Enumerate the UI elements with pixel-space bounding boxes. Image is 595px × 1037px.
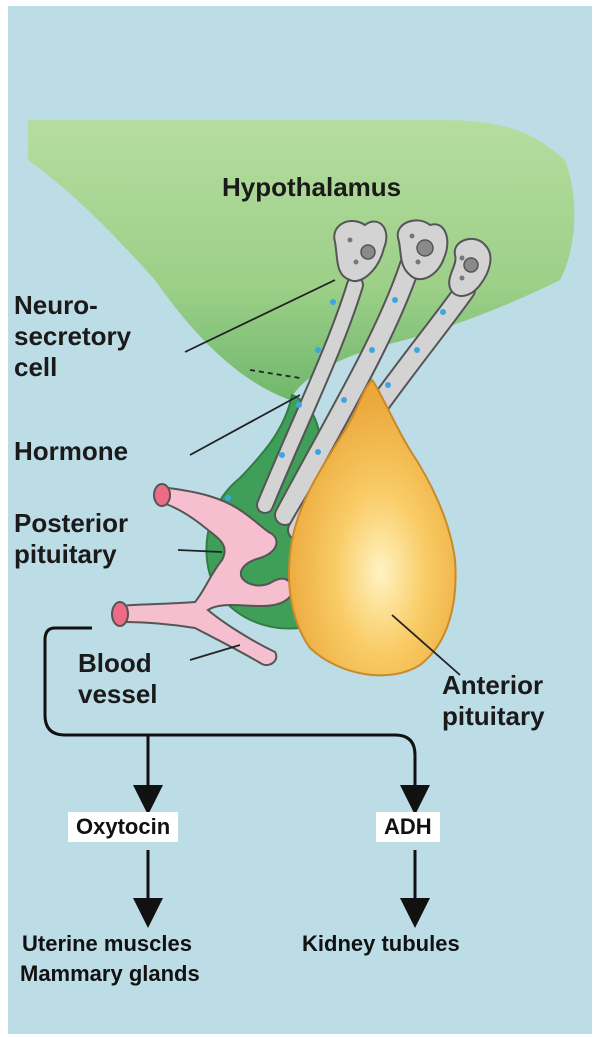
oxytocin-target-mammary-glands: Mammary glands bbox=[20, 960, 200, 987]
oxytocin-target-uterine-muscles: Uterine muscles bbox=[22, 930, 192, 957]
hypothalamus-label: Hypothalamus bbox=[222, 172, 401, 203]
neurosecretory-cell-label: Neuro- secretory cell bbox=[14, 290, 131, 383]
blood-vessel-label: Blood vessel bbox=[78, 648, 158, 710]
anterior-pituitary-label: Anterior pituitary bbox=[442, 670, 545, 732]
adh-target-kidney-tubules: Kidney tubules bbox=[302, 930, 460, 957]
oxytocin-label: Oxytocin bbox=[68, 812, 178, 842]
hormone-label: Hormone bbox=[14, 436, 128, 467]
posterior-pituitary-label: Posterior pituitary bbox=[14, 508, 128, 570]
adh-label: ADH bbox=[376, 812, 440, 842]
